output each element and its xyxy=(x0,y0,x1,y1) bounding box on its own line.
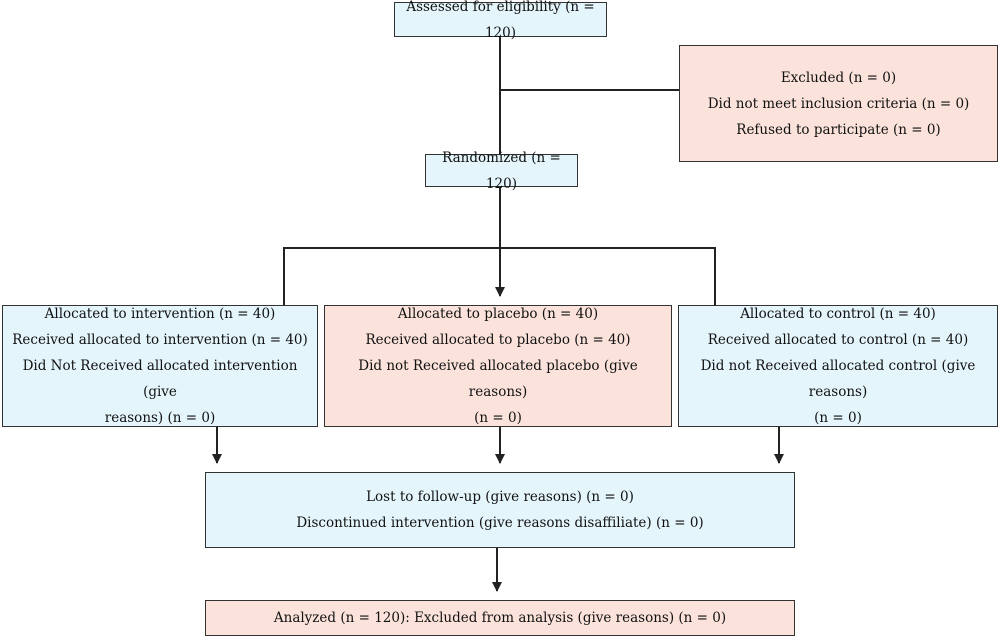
discontinued-intervention-text: Discontinued intervention (give reasons … xyxy=(296,515,704,531)
placebo-reasons-text: (n = 0) xyxy=(474,410,522,426)
intervention-received-text: Received allocated to intervention (n = … xyxy=(12,332,308,348)
analyzed-text: Analyzed (n = 120): Excluded from analys… xyxy=(273,610,727,626)
followup-box: Lost to follow-up (give reasons) (n = 0)… xyxy=(205,472,795,548)
intervention-allocation-box: Allocated to intervention (n = 40) Recei… xyxy=(2,305,318,427)
control-reasons-text: (n = 0) xyxy=(814,410,862,426)
randomized-text: Randomized (n = 120) xyxy=(442,149,561,192)
excluded-refused-text: Refused to participate (n = 0) xyxy=(736,121,941,138)
excluded-box: Excluded (n = 0) Did not meet inclusion … xyxy=(679,45,998,162)
intervention-reasons-text: reasons) (n = 0) xyxy=(104,410,216,426)
intervention-allocated-text: Allocated to intervention (n = 40) xyxy=(44,306,276,322)
analyzed-box: Analyzed (n = 120): Excluded from analys… xyxy=(205,600,795,636)
placebo-allocated-text: Allocated to placebo (n = 40) xyxy=(397,306,599,322)
control-not-received-text: Did not Received allocated control (give… xyxy=(700,358,976,400)
excluded-criteria-text: Did not meet inclusion criteria (n = 0) xyxy=(707,95,970,112)
control-allocation-box: Allocated to control (n = 40) Received a… xyxy=(678,305,998,427)
placebo-not-received-text: Did not Received allocated placebo (give… xyxy=(358,358,638,400)
assessed-for-eligibility-box: Assessed for eligibility (n = 120) xyxy=(394,0,607,41)
control-received-text: Received allocated to control (n = 40) xyxy=(707,332,969,348)
placebo-allocation-box: Allocated to placebo (n = 40) Received a… xyxy=(324,305,672,427)
placebo-received-text: Received allocated to placebo (n = 40) xyxy=(365,332,631,348)
control-allocated-text: Allocated to control (n = 40) xyxy=(740,306,936,322)
excluded-count-text: Excluded (n = 0) xyxy=(780,69,897,86)
intervention-not-received-text: Did Not Received allocated intervention … xyxy=(22,358,298,400)
randomized-box: Randomized (n = 120) xyxy=(425,150,578,192)
lost-to-followup-text: Lost to follow-up (give reasons) (n = 0) xyxy=(366,489,634,505)
assessed-text: Assessed for eligibility (n = 120) xyxy=(406,0,595,41)
